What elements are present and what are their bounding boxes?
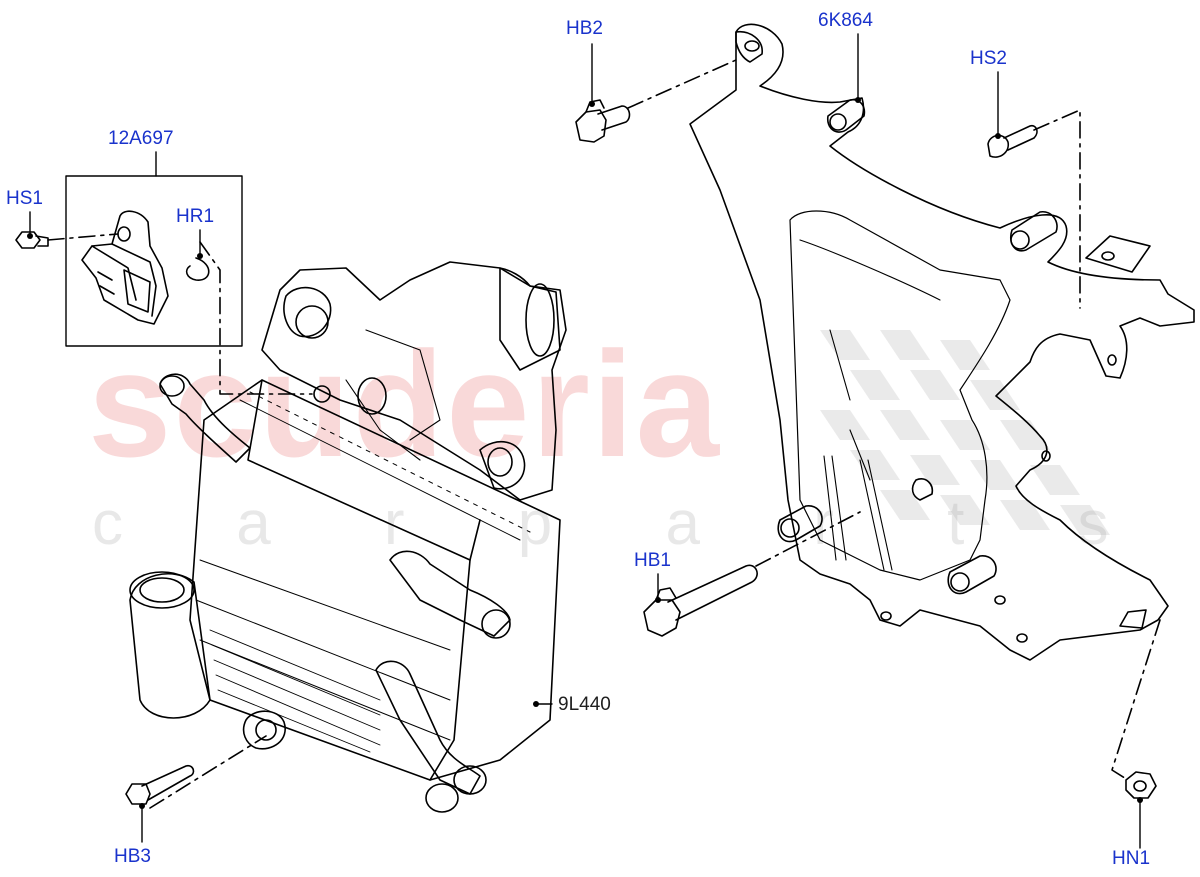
group-bracket-12a697 [65,175,243,347]
nut-hn1 [1125,771,1157,799]
callout-12a697[interactable]: 12A697 [108,128,174,149]
callout-hn1[interactable]: HN1 [1112,848,1151,869]
callout-hs1[interactable]: HS1 [6,188,43,209]
watermark-flag [820,330,1110,535]
screw-hs1 [15,231,49,249]
callout-hs2[interactable]: HS2 [970,48,1007,69]
leader-lines [29,33,1141,849]
bolt-hb1 [643,564,758,637]
screw-hs2 [987,124,1038,158]
o-ring-hr1 [185,257,210,281]
assembly-lines [47,59,1161,809]
callout-9l440[interactable]: 9L440 [558,694,611,715]
callout-hr1[interactable]: HR1 [176,206,215,227]
bolt-hb2 [575,99,631,143]
leader-dots [27,97,1143,809]
callout-hb1[interactable]: HB1 [634,550,671,571]
bolt-hb3 [125,764,195,805]
sensor-12a697 [81,210,169,325]
callout-6k864[interactable]: 6K864 [818,10,873,31]
callout-hb3[interactable]: HB3 [114,846,151,867]
callout-hb2[interactable]: HB2 [566,18,603,39]
intercooler-9l440 [129,261,567,813]
